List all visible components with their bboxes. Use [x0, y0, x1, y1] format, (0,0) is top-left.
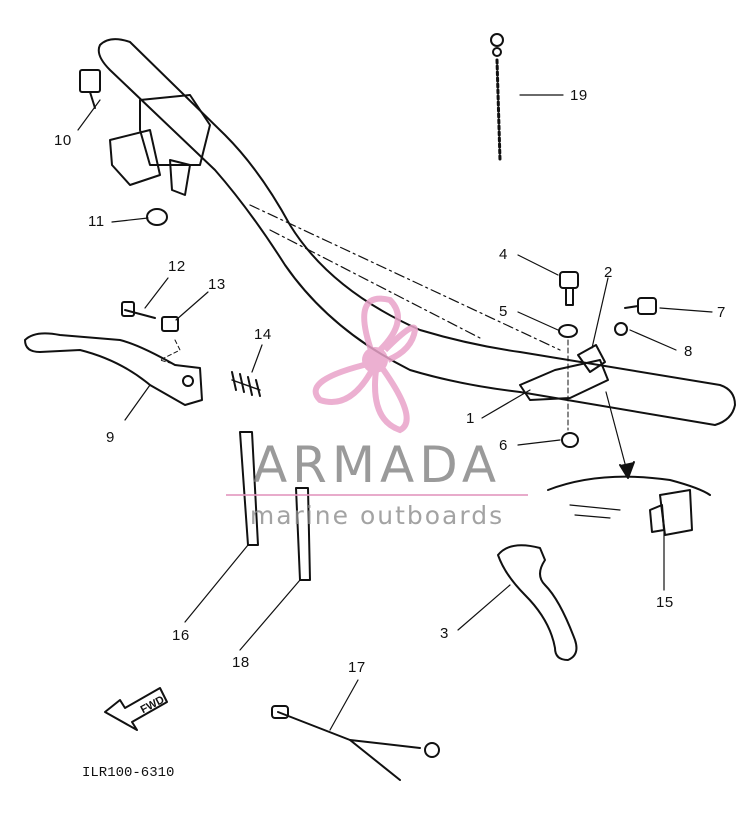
- watermark-propeller-icon: [312, 295, 419, 434]
- callout-8: 8: [684, 343, 693, 360]
- cable-ties: [239, 431, 311, 581]
- callout-3: 3: [440, 625, 449, 642]
- switch-15: [547, 391, 711, 536]
- watermark-tagline: marine outboards: [249, 501, 505, 530]
- callout-11: 11: [88, 213, 105, 230]
- callout-18: 18: [232, 654, 250, 671]
- callout-19: 19: [570, 87, 588, 104]
- callout-17: 17: [348, 659, 366, 676]
- drawing-code: ILR100-6310: [82, 765, 175, 781]
- callout-2: 2: [604, 264, 613, 281]
- watermark-brand: ARMADA: [252, 436, 502, 494]
- callout-15: 15: [656, 594, 674, 611]
- callout-16: 16: [172, 627, 190, 644]
- callout-1: 1: [466, 410, 475, 427]
- lever-holder: [519, 271, 657, 448]
- callout-7: 7: [717, 304, 726, 321]
- callout-10: 10: [54, 132, 72, 149]
- callout-12: 12: [168, 258, 186, 275]
- callout-14: 14: [254, 326, 272, 343]
- brake-lever: [24, 301, 261, 406]
- callout-6: 6: [499, 437, 508, 454]
- master-cylinder: [79, 69, 211, 226]
- callout-5: 5: [499, 303, 508, 320]
- leader-lines: [77, 94, 713, 731]
- handlebar: [97, 38, 736, 426]
- callout-4: 4: [499, 246, 508, 263]
- clutch-lever: [497, 544, 578, 661]
- fwd-arrow-icon: [104, 687, 168, 731]
- wire-lead: [271, 705, 440, 781]
- watermark-rule: [226, 494, 528, 496]
- callout-13: 13: [208, 276, 226, 293]
- callout-9: 9: [106, 429, 115, 446]
- chain-19: [490, 33, 504, 162]
